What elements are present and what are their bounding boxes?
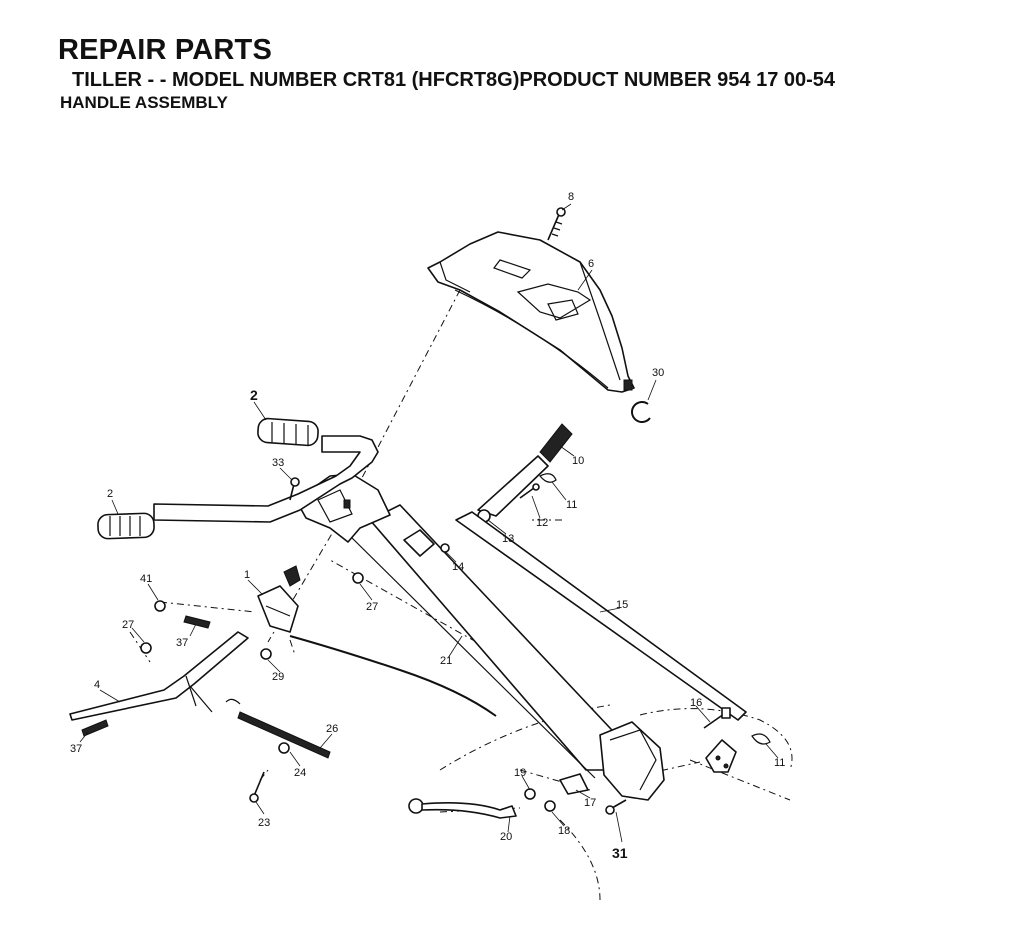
label-part-14: 14 [452,561,464,573]
label-part-1: 1 [244,569,250,581]
label-part-27-left: 27 [122,619,134,631]
shift-rod-part-4 [69,631,249,721]
part-labels: 8 6 30 2 10 33 11 2 12 13 14 1 41 27 15 … [70,191,785,861]
label-part-27-center: 27 [366,601,378,613]
label-part-24: 24 [294,767,306,779]
label-part-8: 8 [568,191,574,203]
label-part-17: 17 [584,797,596,809]
nut-part-41 [154,600,166,612]
label-part-11-upper: 11 [566,499,577,511]
label-part-29: 29 [272,671,284,683]
grip-part-2-upper [257,417,319,447]
nut-part-14 [440,543,450,553]
label-part-23: 23 [258,817,270,829]
label-part-26: 26 [326,723,338,735]
label-part-37-upper: 37 [176,637,188,649]
label-part-15: 15 [616,599,628,611]
label-part-30: 30 [652,367,664,379]
label-part-19: 19 [514,767,526,779]
clamp-part-24 [278,742,290,754]
label-part-41: 41 [140,573,152,585]
bolt-part-16 [703,707,731,729]
label-part-10: 10 [572,455,584,467]
nut-part-18 [544,800,556,812]
label-part-2-lower: 2 [107,488,113,500]
label-leaders [79,203,779,843]
handle-tube-part-21 [345,504,665,801]
pin-part-37-upper [183,615,211,629]
washer-part-27-left [140,642,152,654]
pin-part-37-lower [81,719,109,737]
handlebar [153,435,379,523]
shift-lever-part-20 [408,798,517,819]
label-part-2-upper: 2 [250,387,258,403]
bracket-part-17 [559,773,589,795]
handle-panel-part-6 [427,231,635,393]
section-title: HANDLE ASSEMBLY [60,93,228,112]
label-part-21: 21 [440,655,452,667]
label-part-37-lower: 37 [70,743,82,755]
label-part-12: 12 [536,517,548,529]
clip-part-11-upper [539,473,557,483]
lever-part-13 [477,455,549,523]
label-part-6: 6 [588,258,594,270]
pivot-bracket [705,739,737,773]
washer-part-27-center [352,572,364,584]
label-part-4: 4 [94,679,100,691]
label-part-18: 18 [558,825,570,837]
label-part-20: 20 [500,831,512,843]
label-part-33: 33 [272,457,284,469]
bolt-part-12 [519,483,540,499]
washer-part-19 [524,788,536,800]
screw-part-8 [547,207,566,241]
retaining-ring-part-30 [631,401,651,423]
screw-part-33 [289,477,300,501]
rod-part-15 [455,511,747,721]
page-header: REPAIR PARTS TILLER - - MODEL NUMBER CRT… [58,34,835,113]
bolt-part-31 [605,799,627,815]
page-title: REPAIR PARTS [58,34,273,66]
control-cable [289,635,497,717]
grip-part-2-lower [97,512,155,540]
control-lever-part-1 [257,565,301,633]
label-part-11-lower: 11 [774,757,785,769]
screw-part-23 [249,771,265,803]
label-part-16: 16 [690,697,702,709]
washer-part-29 [260,648,272,660]
clip-part-11-lower [751,733,771,745]
model-subtitle: TILLER - - MODEL NUMBER CRT81 (HFCRT8G)P… [72,69,836,91]
label-part-13: 13 [502,533,514,545]
cable-part-26 [225,698,331,759]
label-part-31: 31 [612,845,628,861]
lever-grip-part-10 [539,423,573,463]
